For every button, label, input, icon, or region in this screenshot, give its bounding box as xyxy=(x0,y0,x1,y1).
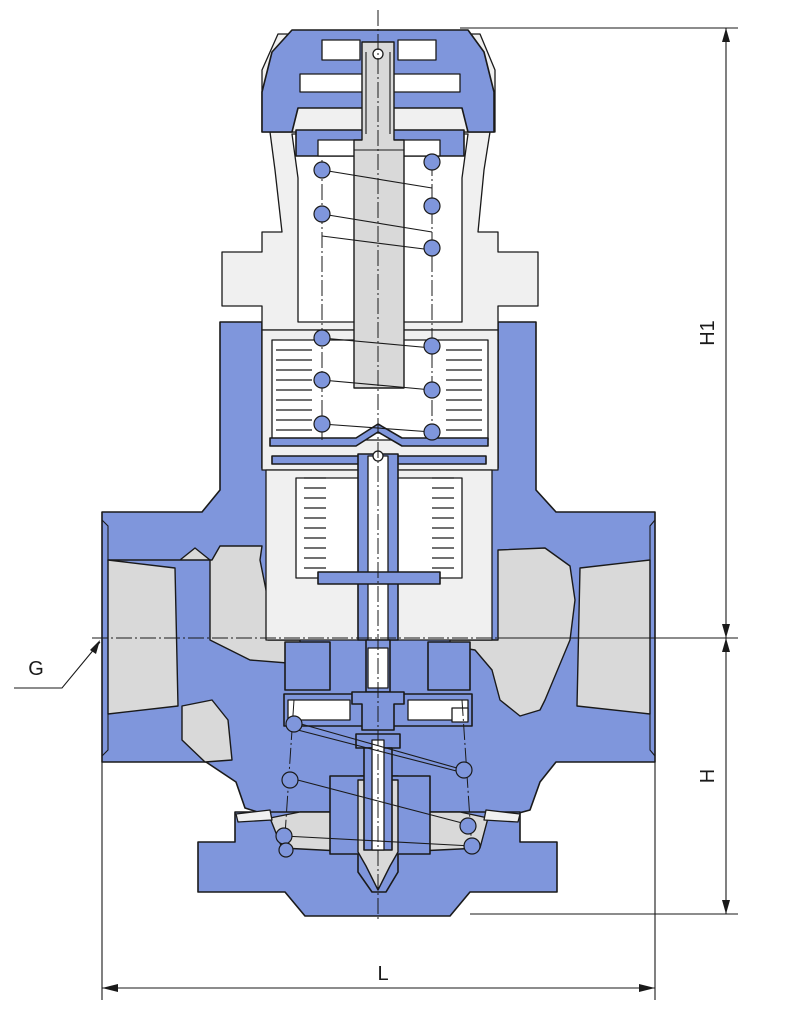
upper-spring-coil xyxy=(423,153,441,171)
lower-spring-coil xyxy=(278,842,294,858)
upper-spring xyxy=(313,153,441,441)
dimension-lines xyxy=(14,27,738,1000)
lower-spring-coil xyxy=(281,771,299,789)
lower-bellows-right xyxy=(432,477,454,569)
lower-bellows-left xyxy=(304,477,326,569)
upper-bellows-left xyxy=(276,349,312,431)
upper-spring-coil xyxy=(313,415,331,433)
dimension-label-h1: H1 xyxy=(697,320,719,346)
lower-spring-coil xyxy=(275,827,293,845)
upper-spring-coil xyxy=(423,197,441,215)
upper-spring-coil xyxy=(313,205,331,223)
upper-spring-coil xyxy=(313,161,331,179)
lower-spring-coil xyxy=(455,761,473,779)
upper-bellows xyxy=(276,349,482,431)
upper-spring-coil xyxy=(423,423,441,441)
lower-bellows xyxy=(304,477,454,585)
upper-bellows-right xyxy=(446,349,482,431)
upper-spring-coil xyxy=(313,371,331,389)
lower-spring xyxy=(275,699,481,858)
upper-spring-coil xyxy=(313,329,331,347)
dimension-label-l: L xyxy=(377,963,388,985)
valve-seat xyxy=(283,641,473,727)
dimension-label-h: H xyxy=(697,769,719,783)
lower-spring-coil xyxy=(285,715,303,733)
lower-spring-coil xyxy=(463,837,481,855)
upper-spring-coil xyxy=(423,337,441,355)
upper-spring-coil xyxy=(423,381,441,399)
lower-spring-coil xyxy=(459,817,477,835)
dimension-label-g: G xyxy=(28,658,44,680)
upper-spring-coil xyxy=(423,239,441,257)
